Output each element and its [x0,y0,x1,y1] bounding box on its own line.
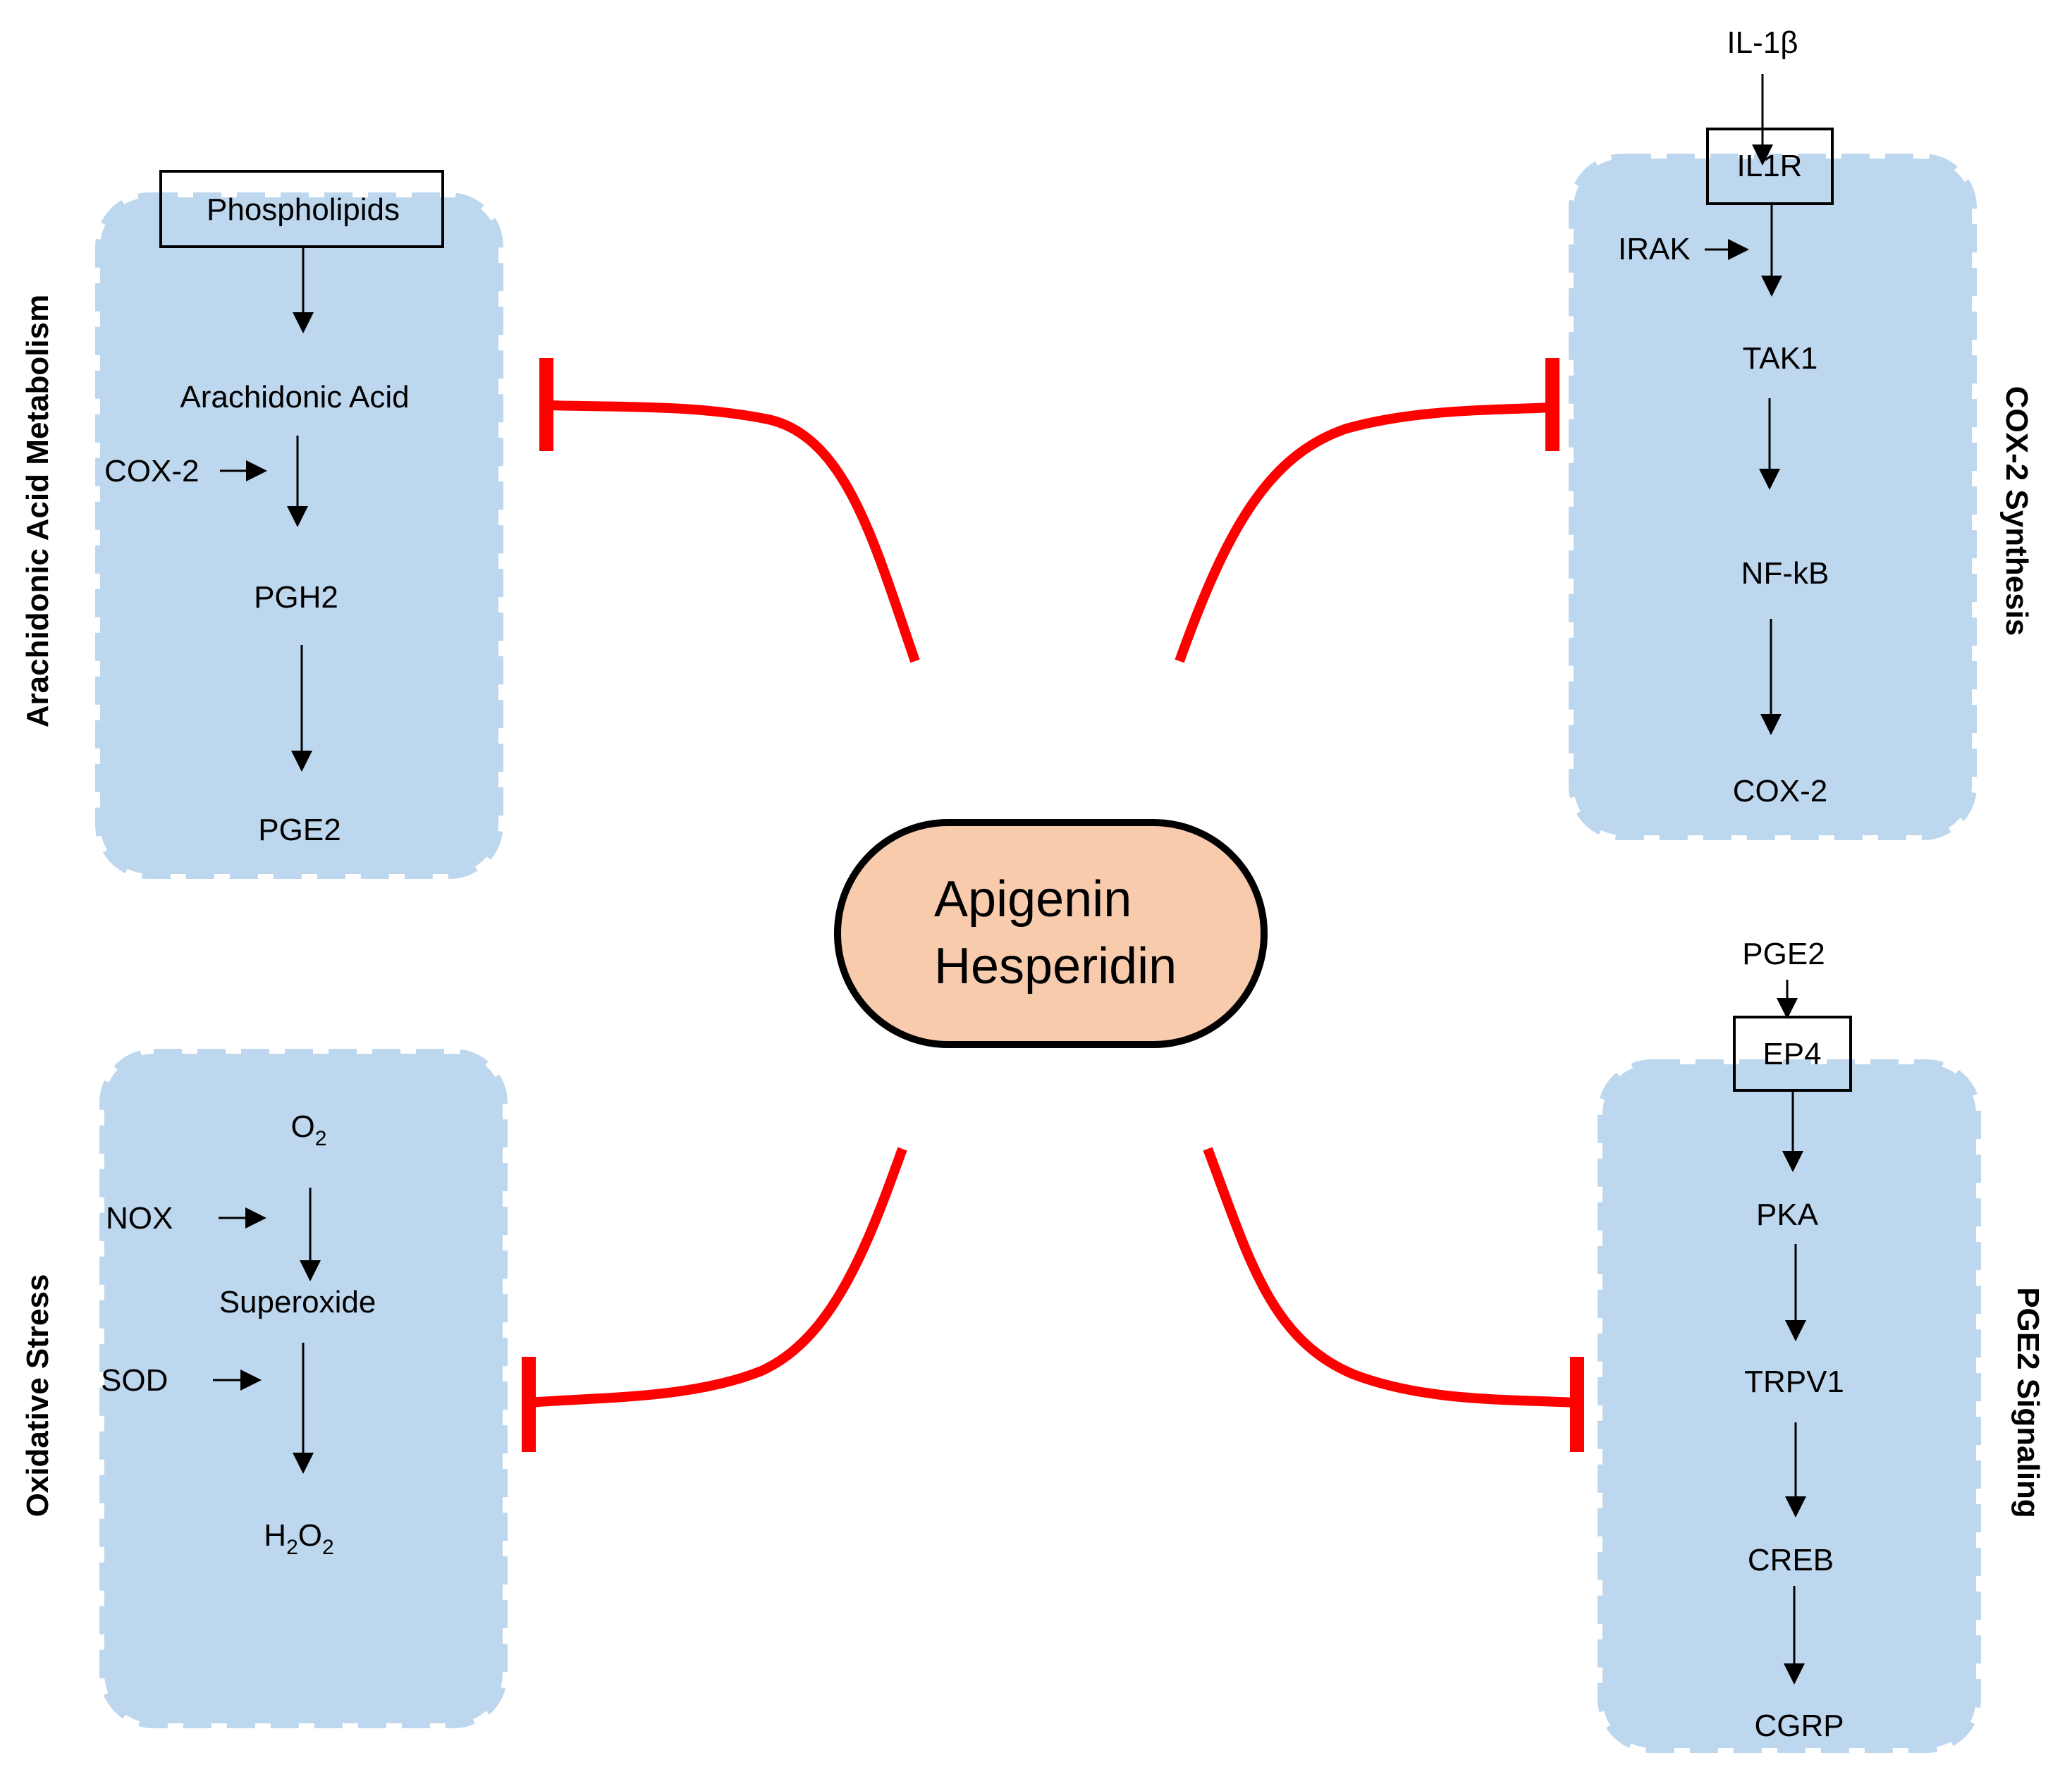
inhibition-arc-arachidonic [546,400,920,663]
inhibition-arc-cox2 [1175,402,1553,663]
apigenin-label: Apigenin [934,871,1132,928]
o2-label: O2 [291,1109,327,1150]
nfkb-label: NF-kB [1741,556,1829,591]
arachidonic-title: Arachidonic Acid Metabolism [20,295,55,727]
arachidonic-acid-label: Arachidonic Acid [180,380,409,414]
pka-label: PKA [1756,1198,1819,1232]
superoxide-label: Superoxide [219,1285,376,1319]
center-compound [834,819,1268,1048]
h2o2-label: H2O2 [264,1518,333,1559]
phospholipids-label: Phospholipids [207,192,400,227]
inhibition-arc-oxidative [528,1147,907,1408]
inhibition-arc-pge2 [1203,1147,1578,1408]
ep4-label: EP4 [1763,1037,1821,1071]
cgrp-label: CGRP [1754,1709,1844,1743]
panel-pge2 [1598,1059,1981,1753]
il1r-box [1706,128,1834,205]
cox2-enzyme-label: COX-2 [104,454,199,488]
irak-label: IRAK [1618,232,1691,266]
oxidative-title: Oxidative Stress [20,1274,55,1518]
creb-label: CREB [1748,1543,1834,1577]
cox2-label: COX-2 [1733,774,1827,808]
pge2-input-label: PGE2 [1742,937,1825,971]
pge2-title: PGE2 Signaling [2011,1287,2045,1518]
hesperidin-label: Hesperidin [934,938,1177,995]
sod-label: SOD [101,1363,168,1398]
nox-label: NOX [106,1201,173,1236]
il1b-label: IL-1β [1727,25,1798,60]
phospholipids-box [159,170,444,248]
cox2-title: COX-2 Synthesis [1999,386,2034,636]
pge2-label: PGE2 [258,813,341,847]
il1r-label: IL1R [1737,149,1803,183]
pgh2-label: PGH2 [254,580,338,615]
trpv1-label: TRPV1 [1744,1365,1844,1399]
panel-arachidonic [95,192,503,879]
tak1-label: TAK1 [1743,341,1818,376]
